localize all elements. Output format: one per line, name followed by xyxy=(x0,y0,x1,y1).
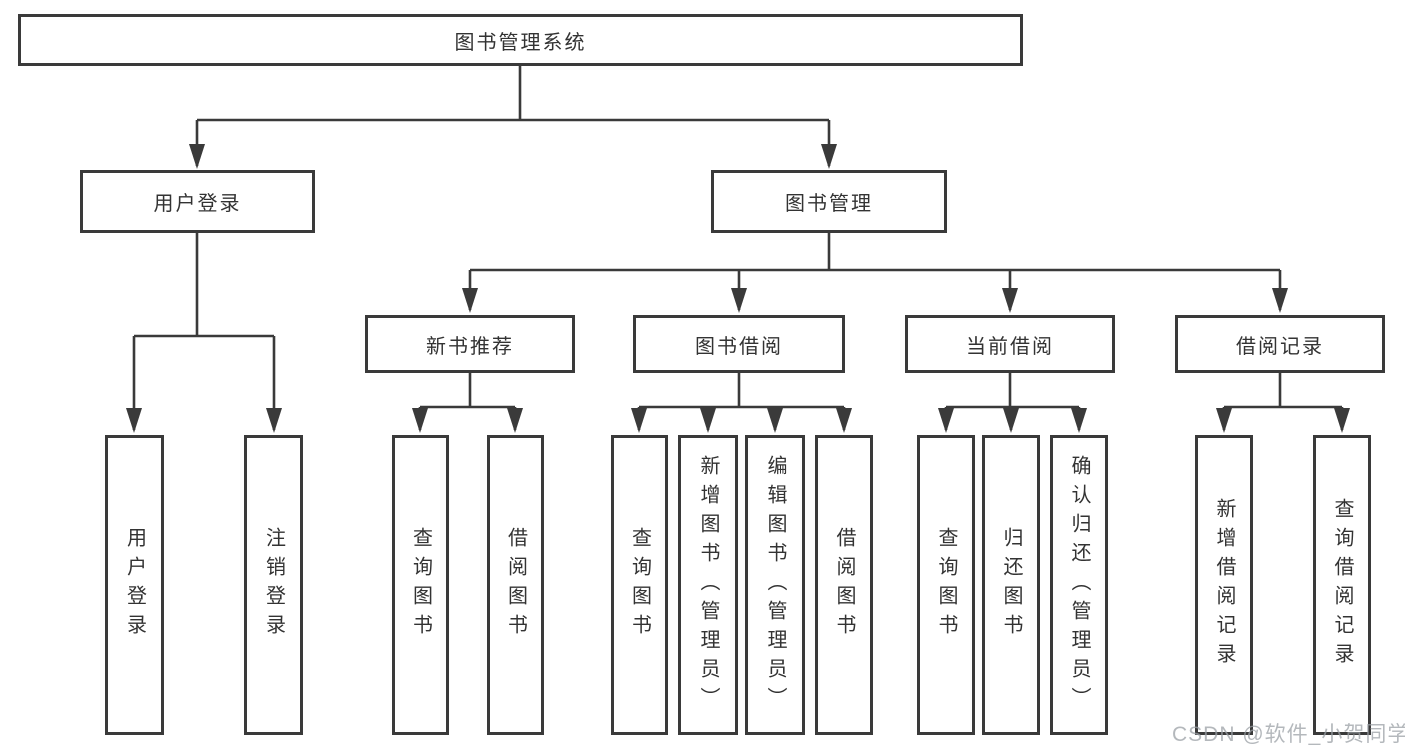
arrow-down xyxy=(1003,408,1019,433)
arrow-down xyxy=(938,408,954,433)
node-new-book-recommend: 新书推荐 xyxy=(365,315,575,373)
arrow-down xyxy=(1272,288,1288,313)
leaf-query-books-current: 查询图书 xyxy=(917,435,975,735)
leaf-user-login: 用户登录 xyxy=(105,435,164,735)
arrow-down xyxy=(266,408,282,433)
node-book-borrowing: 图书借阅 xyxy=(633,315,845,373)
arrow-down xyxy=(836,408,852,433)
connector-book-management-to-level3 xyxy=(468,233,1282,310)
leaf-add-borrow-record: 新增借阅记录 xyxy=(1195,435,1253,735)
arrow-down xyxy=(412,408,428,433)
watermark: CSDN @软件_小贺同学 xyxy=(1172,723,1405,746)
arrow-down xyxy=(1002,288,1018,313)
arrow-down xyxy=(1071,408,1087,433)
arrow-down xyxy=(1216,408,1232,433)
node-user-login: 用户登录 xyxy=(80,170,315,233)
node-book-management: 图书管理 xyxy=(711,170,947,233)
leaf-query-books-recommend: 查询图书 xyxy=(392,435,449,735)
arrow-down xyxy=(767,408,783,433)
node-borrowing-records: 借阅记录 xyxy=(1175,315,1385,373)
arrow-down xyxy=(189,144,205,169)
connector-lines xyxy=(132,66,1344,430)
connector-user-login-to-leaves xyxy=(132,233,276,430)
arrow-down xyxy=(126,408,142,433)
connector-book-borrowing-to-leaves xyxy=(637,373,846,430)
leaf-borrow-books-borrowing: 借阅图书 xyxy=(815,435,873,735)
leaf-confirm-return-admin: 确认归还（管理员） xyxy=(1050,435,1108,735)
arrow-down xyxy=(821,144,837,169)
connector-new-book-recommend-to-leaves xyxy=(418,373,517,430)
node-current-borrowing: 当前借阅 xyxy=(905,315,1115,373)
leaf-return-books: 归还图书 xyxy=(982,435,1040,735)
arrow-down xyxy=(507,408,523,433)
arrow-down xyxy=(631,408,647,433)
connector-root-to-level2 xyxy=(195,66,831,166)
leaf-borrow-books-recommend: 借阅图书 xyxy=(487,435,544,735)
arrow-down xyxy=(731,288,747,313)
leaf-logout: 注销登录 xyxy=(244,435,303,735)
leaf-edit-books-admin: 编辑图书（管理员） xyxy=(745,435,805,735)
connector-current-borrowing-to-leaves xyxy=(944,373,1081,430)
arrow-down xyxy=(1334,408,1350,433)
leaf-add-books-admin: 新增图书（管理员） xyxy=(678,435,738,735)
node-root-system: 图书管理系统 xyxy=(18,14,1023,66)
leaf-query-borrow-record: 查询借阅记录 xyxy=(1313,435,1371,735)
leaf-query-books-borrowing: 查询图书 xyxy=(611,435,668,735)
arrow-down xyxy=(700,408,716,433)
connector-borrowing-records-to-leaves xyxy=(1222,373,1344,430)
arrow-down xyxy=(462,288,478,313)
